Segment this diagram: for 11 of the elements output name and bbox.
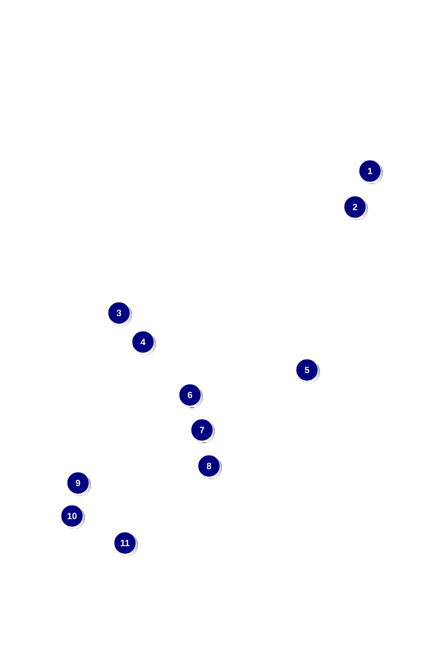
- callout-number: 6: [178, 384, 203, 408]
- callout-number: 8: [198, 454, 222, 479]
- callout-number: 1: [358, 160, 383, 184]
- callout-number: 5: [296, 358, 320, 383]
- callout-number: 10: [60, 504, 85, 529]
- callout-number: 4: [132, 330, 156, 355]
- callout-number: 3: [108, 302, 132, 326]
- callout-number: 11: [114, 532, 138, 556]
- callout-number: 7: [190, 418, 215, 443]
- callout-number: 9: [66, 472, 91, 496]
- callout-number: 2: [344, 196, 368, 220]
